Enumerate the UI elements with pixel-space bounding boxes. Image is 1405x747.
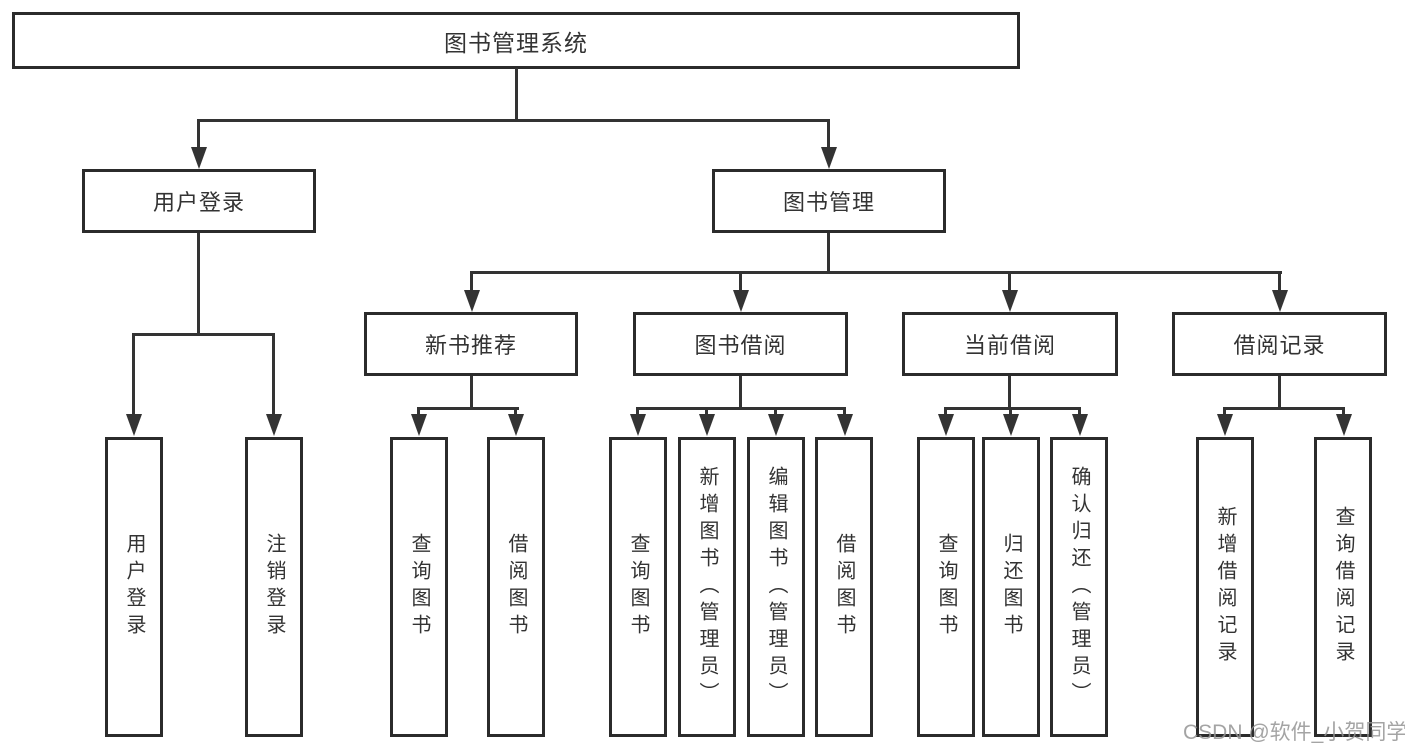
connector-level3-stem (739, 272, 742, 292)
leaf-borrow-book: 借阅图书 (487, 437, 545, 737)
arrow-down-icon (821, 147, 837, 169)
connector-book-management-stem (827, 120, 830, 150)
connector-user-login-branch (132, 333, 275, 336)
connector-user-login-stem (197, 120, 200, 150)
leaf-user-login-label: 用户登录 (123, 533, 145, 641)
connector-leaf-stem (132, 334, 135, 418)
connector-book-management-down (827, 233, 830, 273)
leaf-query-book-2: 查询图书 (609, 437, 667, 737)
leaf-borrow-book-2: 借阅图书 (815, 437, 873, 737)
node-book-management: 图书管理 (712, 169, 946, 233)
connector-leaf-stem (514, 408, 517, 418)
node-borrow-record: 借阅记录 (1172, 312, 1387, 376)
connector-leaf-stem (944, 408, 947, 418)
node-current-borrow: 当前借阅 (902, 312, 1118, 376)
arrow-down-icon (768, 414, 784, 436)
connector-group-stem (1008, 376, 1011, 409)
csdn-watermark: CSDN @软件_小贺同学 (1183, 721, 1405, 744)
connector-leaf-stem (272, 334, 275, 418)
connector-root-stem (515, 68, 518, 120)
arrow-down-icon (266, 414, 282, 436)
connector-leaf-stem (1078, 408, 1081, 418)
leaf-add-borrow-record-label: 新增借阅记录 (1214, 506, 1236, 668)
arrow-down-icon (699, 414, 715, 436)
leaf-query-book-2-label: 查询图书 (627, 533, 649, 641)
arrow-down-icon (464, 290, 480, 312)
arrow-down-icon (191, 147, 207, 169)
arrow-down-icon (508, 414, 524, 436)
leaf-logout: 注销登录 (245, 437, 303, 737)
connector-leaf-stem (705, 408, 708, 418)
leaf-query-book-label: 查询图书 (408, 533, 430, 641)
leaf-add-book-admin: 新增图书（管理员） (678, 437, 736, 737)
connector-group-branch (944, 407, 1081, 410)
leaf-return-book-label: 归还图书 (1000, 533, 1022, 641)
arrow-down-icon (1072, 414, 1088, 436)
connector-group-stem (470, 376, 473, 409)
connector-level2-branch (197, 119, 830, 122)
node-user-login: 用户登录 (82, 169, 316, 233)
node-user-login-label: 用户登录 (152, 190, 245, 215)
connector-group-stem (1278, 376, 1281, 409)
leaf-query-book: 查询图书 (390, 437, 448, 737)
node-root: 图书管理系统 (12, 12, 1020, 69)
connector-level3-stem (1278, 272, 1281, 292)
node-book-management-label: 图书管理 (782, 190, 875, 215)
arrow-down-icon (938, 414, 954, 436)
connector-leaf-stem (1009, 408, 1012, 418)
arrow-down-icon (630, 414, 646, 436)
arrow-down-icon (1003, 414, 1019, 436)
arrow-down-icon (1002, 290, 1018, 312)
leaf-borrow-book-2-label: 借阅图书 (833, 533, 855, 641)
arrow-down-icon (1217, 414, 1233, 436)
arrow-down-icon (411, 414, 427, 436)
connector-user-login-down (197, 233, 200, 335)
node-borrow-record-label: 借阅记录 (1233, 333, 1326, 358)
connector-group-branch (1223, 407, 1345, 410)
leaf-add-borrow-record: 新增借阅记录 (1196, 437, 1254, 737)
leaf-add-book-admin-label: 新增图书（管理员） (696, 465, 718, 709)
connector-leaf-stem (774, 408, 777, 418)
leaf-query-book-3-label: 查询图书 (935, 533, 957, 641)
node-root-label: 图书管理系统 (444, 29, 588, 56)
leaf-query-borrow-record: 查询借阅记录 (1314, 437, 1372, 737)
node-book-borrow-label: 图书借阅 (694, 333, 787, 358)
node-current-borrow-label: 当前借阅 (963, 333, 1056, 358)
leaf-edit-book-admin-label: 编辑图书（管理员） (765, 465, 787, 709)
leaf-borrow-book-label: 借阅图书 (505, 533, 527, 641)
connector-leaf-stem (843, 408, 846, 418)
leaf-confirm-return-admin-label: 确认归还（管理员） (1068, 465, 1090, 709)
connector-leaf-stem (1342, 408, 1345, 418)
arrow-down-icon (1336, 414, 1352, 436)
leaf-edit-book-admin: 编辑图书（管理员） (747, 437, 805, 737)
arrow-down-icon (1272, 290, 1288, 312)
connector-group-stem (739, 376, 742, 409)
connector-leaf-stem (417, 408, 420, 418)
connector-level3-stem (1008, 272, 1011, 292)
arrow-down-icon (126, 414, 142, 436)
leaf-user-login: 用户登录 (105, 437, 163, 737)
connector-level3-branch (470, 271, 1282, 274)
leaf-confirm-return-admin: 确认归还（管理员） (1050, 437, 1108, 737)
connector-leaf-stem (1223, 408, 1226, 418)
connector-level3-stem (470, 272, 473, 292)
arrow-down-icon (733, 290, 749, 312)
arrow-down-icon (837, 414, 853, 436)
node-new-book-recommend: 新书推荐 (364, 312, 578, 376)
node-new-book-recommend-label: 新书推荐 (424, 333, 517, 358)
connector-leaf-stem (636, 408, 639, 418)
leaf-logout-label: 注销登录 (263, 533, 285, 641)
connector-group-branch (636, 407, 846, 410)
connector-group-branch (417, 407, 519, 410)
leaf-query-borrow-record-label: 查询借阅记录 (1332, 506, 1354, 668)
leaf-query-book-3: 查询图书 (917, 437, 975, 737)
node-book-borrow: 图书借阅 (633, 312, 848, 376)
leaf-return-book: 归还图书 (982, 437, 1040, 737)
